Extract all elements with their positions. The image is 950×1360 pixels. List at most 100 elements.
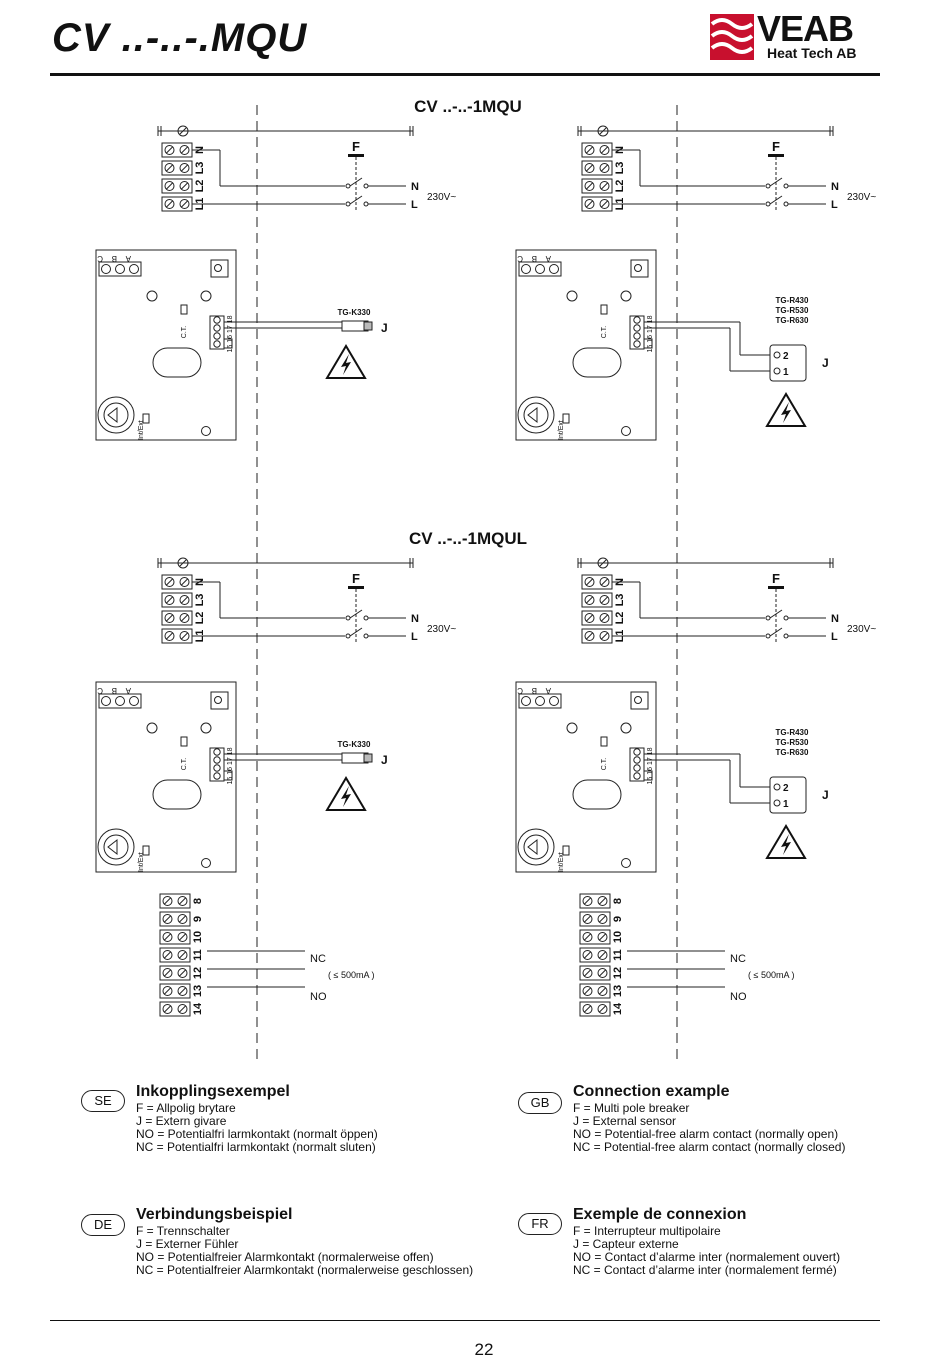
controller-board [515, 681, 657, 873]
supply-terminal-label: L3 [194, 162, 206, 175]
earth-slot [179, 559, 187, 567]
sensor-model: TG-R630 [776, 316, 809, 325]
alarm-terminal-cell [159, 1001, 191, 1017]
relay-label: A [125, 686, 131, 695]
relay-terminal-screw [549, 696, 559, 706]
terminal-screw [164, 631, 175, 641]
breaker-bar [348, 154, 364, 157]
screw-slot [166, 146, 173, 154]
ct-label: C.T. [181, 326, 188, 339]
input-terminal-screw [213, 332, 221, 340]
controller-board [515, 249, 657, 441]
alarm-terminal-label: 8 [612, 898, 624, 904]
screw-slot [166, 182, 173, 190]
input-terminal-screw [633, 748, 641, 756]
switch-contact [363, 633, 369, 639]
screw-slot [179, 987, 186, 995]
out-l-label: L [411, 199, 418, 211]
sensor-terminal-label: 2 [783, 783, 789, 794]
terminal-screw [164, 595, 175, 605]
screw-slot [181, 632, 188, 640]
relay-label: C [97, 686, 103, 695]
sensor-terminal-label: 1 [783, 367, 789, 378]
supply-terminal-cell [581, 592, 613, 608]
screw-slot [166, 578, 173, 586]
screw-slot [166, 164, 173, 172]
lang-badge-se: SE [81, 1090, 125, 1112]
rotary-switch-inner [523, 402, 549, 428]
supply-terminal-cell [581, 178, 613, 194]
legend-heading: Exemple de connexion [573, 1206, 747, 1223]
alarm-terminal-cell [159, 911, 191, 927]
room-sensor [769, 344, 807, 382]
relay-label: B [112, 254, 117, 263]
ct-label: C.T. [181, 758, 188, 771]
relay-terminal-screw [549, 264, 559, 274]
terminal-screw [584, 595, 595, 605]
out-n-label: N [831, 181, 839, 193]
relay-label: B [532, 686, 537, 695]
sensor-screw [773, 783, 781, 791]
supply-terminal-label: L2 [194, 612, 206, 625]
alarm-nc-label: NC [730, 953, 746, 965]
veab-logo-icon [710, 14, 754, 60]
screw-slot [166, 614, 173, 622]
input-terminal-screw [213, 772, 221, 780]
screw-slot [179, 951, 186, 959]
potentiometer [210, 259, 229, 278]
lightning-icon [341, 786, 351, 807]
terminal-screw [162, 950, 173, 960]
legend-heading: Connection example [573, 1083, 730, 1100]
terminal-screw [582, 932, 593, 942]
sensor-model: TG-R530 [776, 306, 809, 315]
relay-terminal-screw [129, 696, 139, 706]
switch-contact [345, 633, 351, 639]
input-terminal-screw [213, 756, 221, 764]
supply-terminal-cell [161, 610, 193, 626]
alarm-nc-label: NC [310, 953, 326, 965]
switch-blade [349, 627, 363, 637]
terminal-screw [164, 163, 175, 173]
screw-slot [599, 897, 606, 905]
terminal-screw [177, 968, 188, 978]
terminal-screw [584, 145, 595, 155]
potentiometer-knob [634, 264, 642, 272]
terminal-screw [179, 163, 190, 173]
room-sensor [769, 776, 807, 814]
legend-line: F = Multi pole breaker [573, 1101, 690, 1115]
sensor-tag: J [381, 321, 388, 335]
mounting-hole [146, 722, 158, 734]
terminal-screw [584, 163, 595, 173]
earth-icon [597, 125, 609, 137]
earth-icon [177, 557, 189, 569]
out-l-label: L [411, 631, 418, 643]
switch-contact [783, 615, 789, 621]
screw-slot [599, 951, 606, 959]
potentiometer [210, 691, 229, 710]
terminal-screw [162, 986, 173, 996]
supply-terminal-cell [581, 160, 613, 176]
supply-terminal-cell [581, 610, 613, 626]
terminal-screw [597, 914, 608, 924]
screw-slot [601, 200, 608, 208]
voltage-label: 230V~ [427, 192, 456, 203]
screw-slot [601, 164, 608, 172]
alarm-terminal-label: 11 [612, 949, 624, 961]
terminal-screw [164, 199, 175, 209]
terminal-screw [584, 613, 595, 623]
legend-se: Inkopplingsexempel F = Allpolig brytare … [136, 1082, 378, 1154]
mounting-hole [566, 290, 578, 302]
alarm-terminal-cell [159, 929, 191, 945]
screw-slot [601, 614, 608, 622]
header-rule [50, 73, 880, 76]
earth-icon [597, 557, 609, 569]
supply-terminal-cell [161, 628, 193, 644]
rotary-switch [517, 828, 555, 866]
relay-terminal-screw [115, 696, 125, 706]
mounting-hole [200, 290, 212, 302]
supply-terminal-label: L2 [614, 612, 626, 625]
alarm-rating: ( ≤ 500mA ) [328, 970, 374, 980]
input-terminal-label: 15 16 17 18 [647, 315, 654, 352]
legend-line: NC = Potentialfreier Alarmkontakt (norma… [136, 1263, 474, 1277]
relay-label: B [532, 254, 537, 263]
